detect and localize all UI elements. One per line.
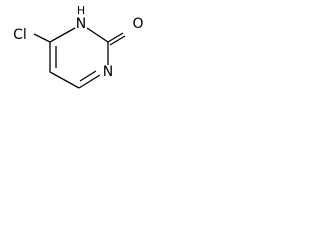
chlorine-atom-label: Cl [13, 27, 27, 43]
bond-c6-c5 [49, 71, 80, 89]
chemical-structure-diagram: Cl H N O N [13, 4, 144, 89]
bond-c4-n3 [49, 27, 76, 43]
bond-n1-c6-1 [78, 74, 101, 89]
bond-c4-cl [33, 33, 51, 43]
bond-n1-c6-2 [79, 70, 97, 82]
bond-c2-o-1 [107, 32, 124, 43]
ring-nitrogen-upper-label: N [76, 16, 86, 32]
atom-labels: Cl H N O N [13, 4, 143, 80]
bond-n3-c2 [86, 27, 109, 43]
nh-hydrogen-label: H [77, 4, 85, 17]
carbonyl-oxygen-label: O [132, 16, 143, 32]
ring-nitrogen-lower-label: N [103, 64, 113, 80]
bonds [33, 27, 126, 89]
bond-c2-o-2 [109, 35, 126, 46]
